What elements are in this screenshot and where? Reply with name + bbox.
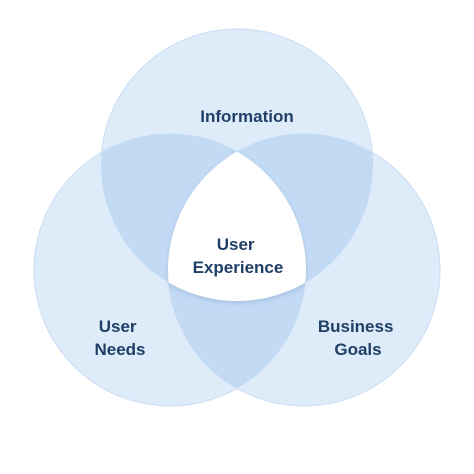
label-business-goals: Business Goals bbox=[318, 317, 398, 359]
label-user-needs: User Needs bbox=[94, 317, 145, 359]
label-center: User Experience bbox=[193, 235, 284, 277]
label-information: Information bbox=[200, 107, 294, 126]
center-overlap bbox=[168, 134, 306, 301]
